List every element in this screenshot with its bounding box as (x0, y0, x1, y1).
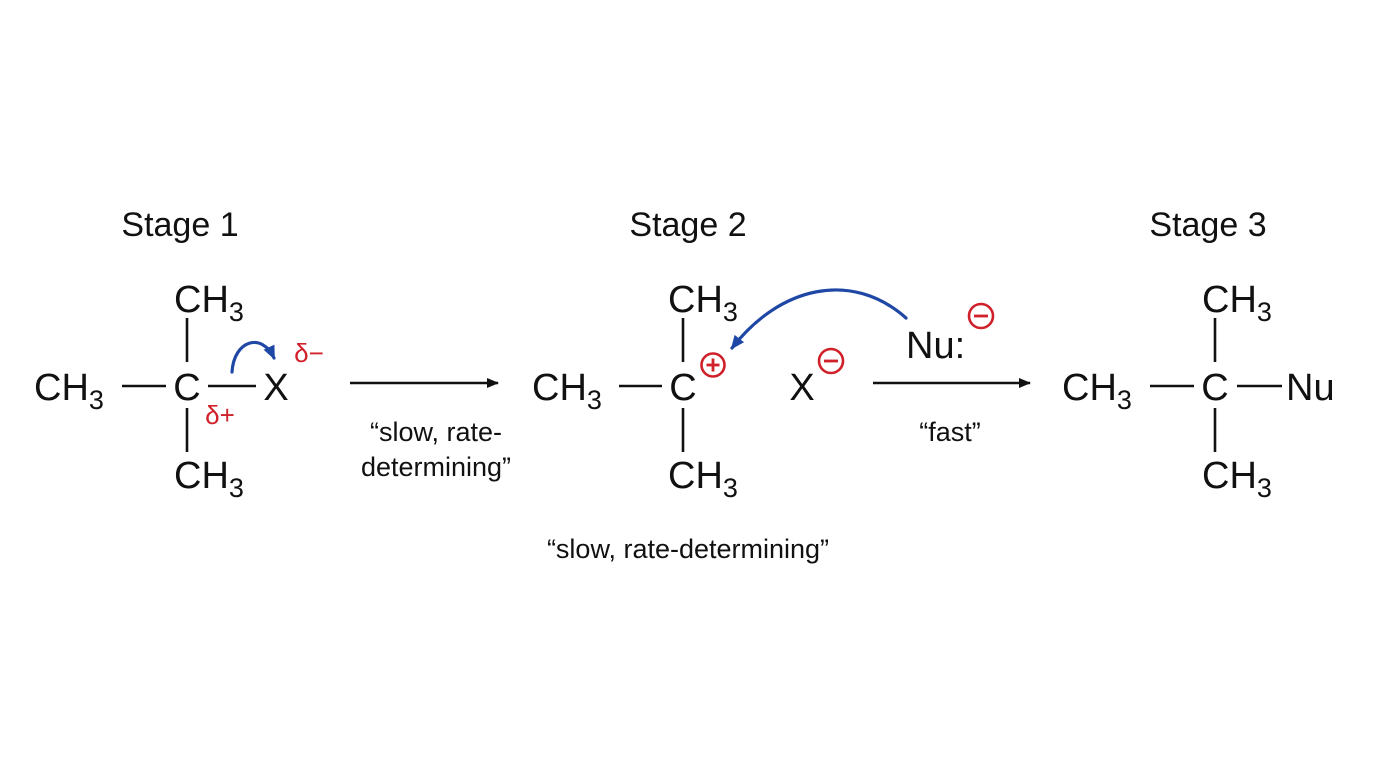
stage-2-leaving-group: X (789, 367, 814, 409)
stage-2-curved-arrow-icon (730, 288, 908, 350)
stage-1-left-methyl: CH3 (34, 367, 104, 415)
leaving-group-negative-charge-icon (817, 347, 845, 375)
stage-1-bottom-methyl: CH3 (174, 455, 244, 503)
stage-3-bottom-methyl: CH3 (1202, 455, 1272, 503)
stage-3-central-carbon: C (1201, 367, 1228, 409)
reaction-arrow-2-label: “fast” (919, 417, 981, 447)
stage-1-partial-positive: δ+ (205, 400, 235, 430)
stage-1-central-carbon: C (173, 367, 200, 409)
stage-3-title: Stage 3 (1149, 206, 1266, 244)
stage-3-nucleophile: Nu (1286, 367, 1335, 409)
stage-1-top-methyl: CH3 (174, 279, 244, 327)
stage-2-top-methyl: CH3 (668, 279, 738, 327)
stage-2-nucleophile: Nu: (906, 325, 965, 367)
stage-1-curved-arrow-icon (230, 340, 276, 374)
lone-pair: : (955, 325, 966, 367)
stage-3-top-methyl: CH3 (1202, 279, 1272, 327)
reaction-arrow-1-label-line1: “slow, rate- (370, 417, 502, 447)
stage-2-bottom-methyl: CH3 (668, 455, 738, 503)
stage-3: Stage 3 CH3 CH3 C Nu CH3 (1062, 206, 1335, 503)
stage-2-carbocation-carbon: C (669, 367, 696, 409)
stage-2: Stage 2 CH3 CH3 C CH3 X Nu: (532, 206, 995, 503)
stage-1-partial-negative: δ− (294, 338, 324, 368)
stage-2-left-methyl: CH3 (532, 367, 602, 415)
stage-2-title: Stage 2 (629, 206, 746, 244)
reaction-arrow-2: “fast” (873, 378, 1031, 447)
reaction-arrow-1-label-line2: determining” (361, 452, 511, 482)
reaction-arrow-1: “slow, rate- determining” (350, 378, 511, 482)
stage-1: Stage 1 CH3 CH3 C X CH3 δ+ δ− (34, 206, 324, 503)
stage-3-left-methyl: CH3 (1062, 367, 1132, 415)
nucleophile-negative-charge-icon (967, 302, 995, 330)
scheme-caption: “slow, rate-determining” (547, 534, 829, 564)
stage-1-title: Stage 1 (121, 206, 238, 244)
positive-charge-icon (700, 352, 726, 378)
stage-1-leaving-group: X (263, 367, 288, 409)
